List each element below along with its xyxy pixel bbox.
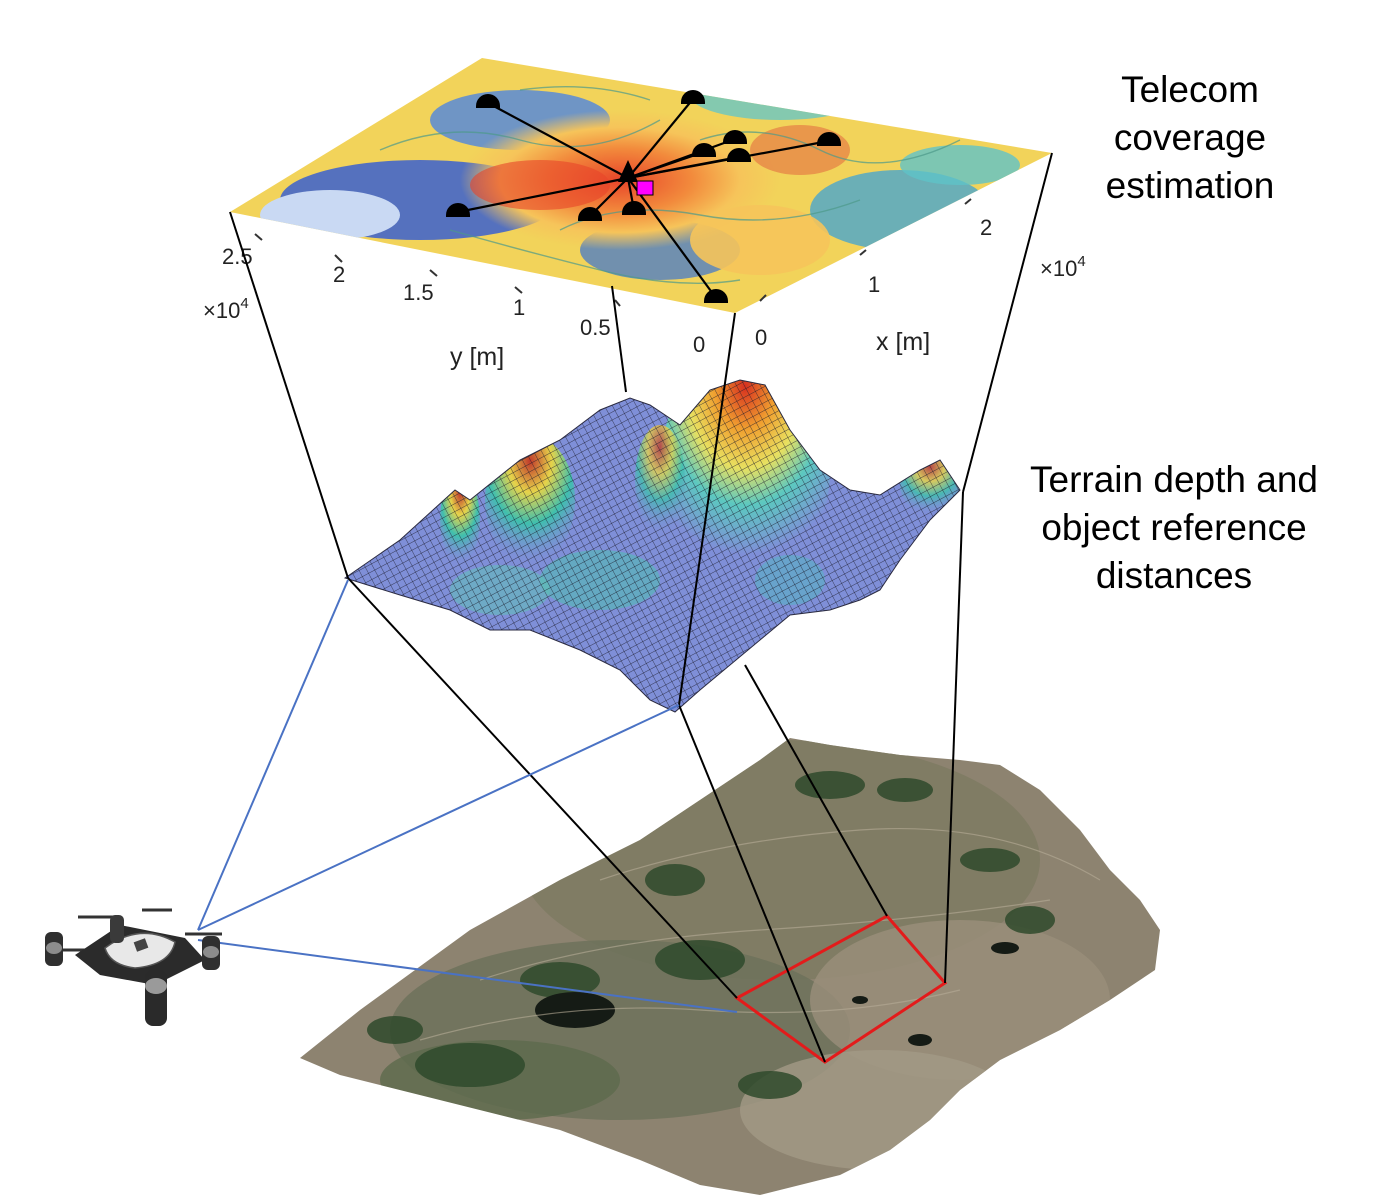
receiver-marker-icon	[636, 180, 654, 196]
y-tick-label: 2	[333, 262, 345, 287]
coverage-heatmap: 2.5 2 1.5 1 0.5 0 0 1 2 ×104 ×104 y [m] …	[203, 58, 1086, 371]
y-tick-label: 1.5	[403, 280, 434, 305]
receiver-dome-icon	[446, 203, 470, 217]
terrain-label: Terrain depth and object reference dista…	[1000, 456, 1348, 600]
x-axis-multiplier: ×104	[1040, 253, 1086, 281]
x-tick-label: 2	[980, 215, 992, 240]
drone-view-lines	[197, 579, 738, 1013]
y-axis-multiplier: ×104	[203, 295, 249, 323]
terrain-label-line: distances	[1095, 555, 1253, 596]
coverage-label-line: coverage	[1113, 117, 1267, 158]
x-tick-label: 1	[868, 272, 880, 297]
coverage-label-line: estimation	[1105, 165, 1275, 206]
receiver-dome-icon	[578, 207, 602, 221]
receiver-dome-icon	[817, 132, 841, 146]
terrain-label-line: Terrain depth and	[1030, 459, 1318, 500]
x-axis-label: x [m]	[876, 328, 930, 356]
satellite-terrain-image	[300, 738, 1160, 1195]
receiver-dome-icon	[727, 148, 751, 162]
y-axis-label: y [m]	[450, 343, 504, 371]
receiver-dome-icon	[723, 130, 747, 144]
receiver-dome-icon	[692, 143, 716, 157]
terrain-label-line: object reference	[1041, 507, 1307, 548]
y-tick-label: 0	[693, 332, 705, 357]
transmitter-marker-icon	[618, 160, 638, 182]
receiver-dome-icon	[476, 94, 500, 108]
terrain-3d-mesh	[343, 379, 961, 713]
y-tick-label: 0.5	[580, 315, 611, 340]
projection-lines	[229, 152, 1053, 1063]
receiver-markers	[446, 90, 841, 303]
quadcopter-drone-icon	[45, 908, 222, 1026]
coverage-label-line: Telecom	[1121, 69, 1259, 110]
receiver-dome-icon	[681, 90, 705, 104]
x-tick-label: 0	[755, 325, 767, 350]
receiver-dome-icon	[704, 289, 728, 303]
receiver-dome-icon	[622, 201, 646, 215]
y-tick-label: 1	[513, 295, 525, 320]
coverage-label: Telecom coverage estimation	[1085, 66, 1295, 210]
